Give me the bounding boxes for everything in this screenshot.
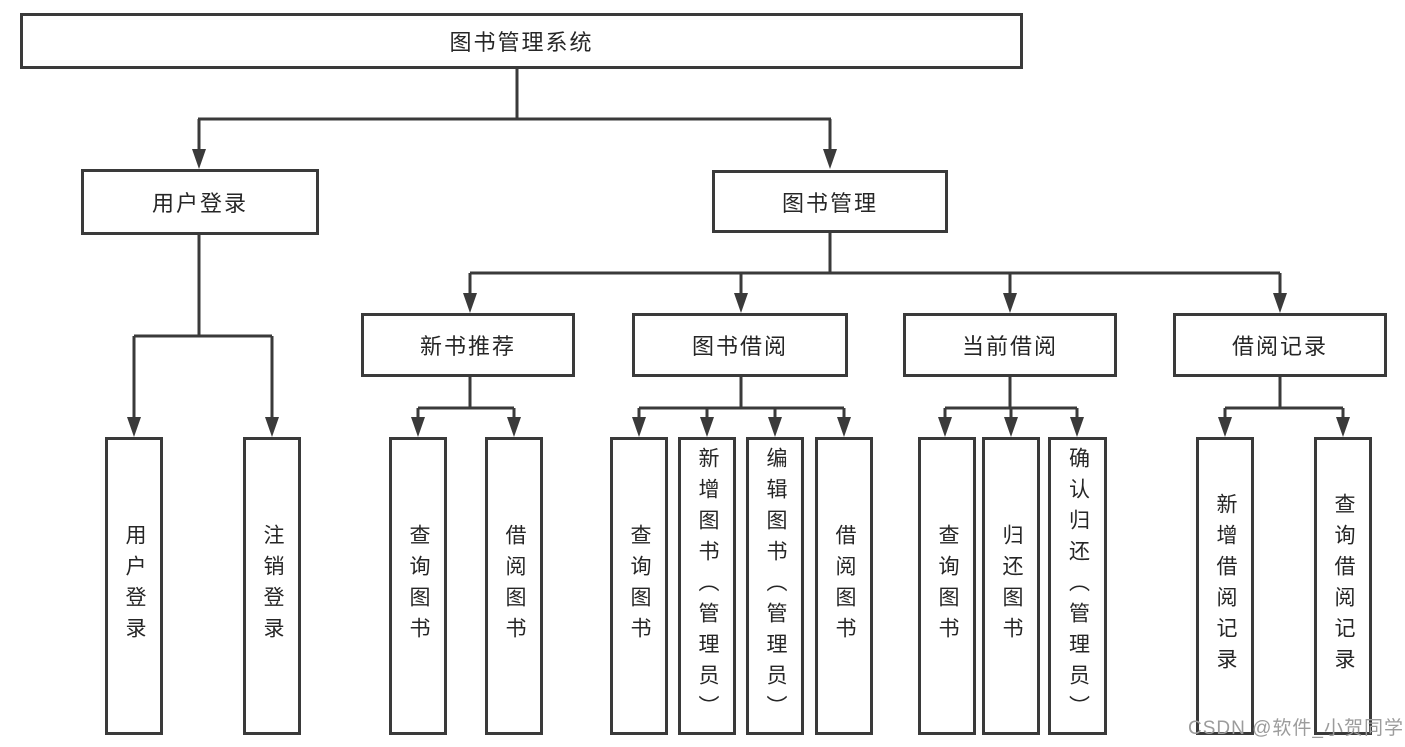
- leaf-query-books-2: 查询图书: [610, 437, 668, 735]
- leaf-confirm-return-admin: 确认归还（管理员）: [1048, 437, 1107, 735]
- node-new-book-recommend: 新书推荐: [361, 313, 575, 377]
- node-book-borrow: 图书借阅: [632, 313, 848, 377]
- node-borrow-records: 借阅记录: [1173, 313, 1387, 377]
- leaf-add-book-admin: 新增图书（管理员）: [678, 437, 736, 735]
- node-book-management: 图书管理: [712, 170, 948, 233]
- leaf-borrow-books-2: 借阅图书: [815, 437, 873, 735]
- node-library-system: 图书管理系统: [20, 13, 1023, 69]
- leaf-add-borrow-record: 新增借阅记录: [1196, 437, 1254, 735]
- leaf-edit-book-admin: 编辑图书（管理员）: [746, 437, 804, 735]
- leaf-user-login: 用户登录: [105, 437, 163, 735]
- leaf-query-borrow-record: 查询借阅记录: [1314, 437, 1372, 735]
- connector-stroke: [132, 69, 1345, 419]
- leaf-return-book: 归还图书: [982, 437, 1040, 735]
- leaf-query-books-3: 查询图书: [918, 437, 976, 735]
- node-current-borrow: 当前借阅: [903, 313, 1117, 377]
- watermark: CSDN @软件_小贺同学: [1188, 718, 1404, 739]
- leaf-borrow-books-1: 借阅图书: [485, 437, 543, 735]
- leaf-logout: 注销登录: [243, 437, 301, 735]
- leaf-query-books-1: 查询图书: [389, 437, 447, 735]
- node-user-login: 用户登录: [81, 169, 319, 235]
- arrowhead-icons: [127, 149, 1350, 437]
